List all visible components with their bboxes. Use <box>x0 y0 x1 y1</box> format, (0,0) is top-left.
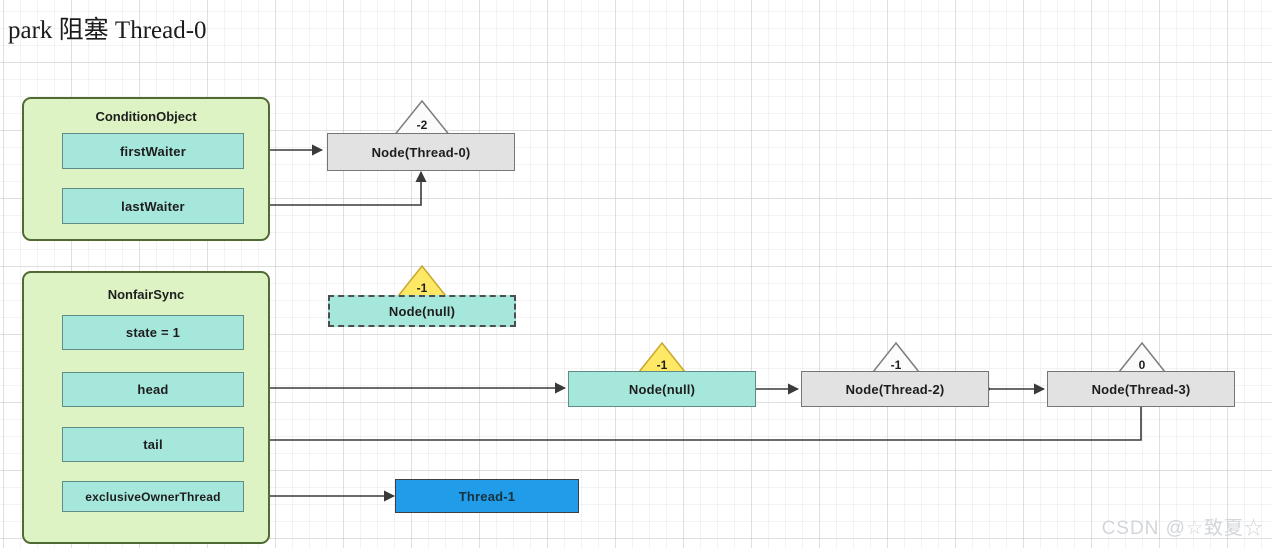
node-null-condition[interactable]: Node(null) <box>328 295 516 327</box>
waitstatus-label-node0: -2 <box>416 118 428 132</box>
connector-tail-from-node3 <box>246 397 1147 446</box>
tail-field[interactable]: tail <box>62 427 244 462</box>
waitstatus-label-node2: -1 <box>890 358 902 372</box>
condition-object-title: ConditionObject <box>95 109 197 124</box>
state-field[interactable]: state = 1 <box>62 315 244 350</box>
firstWaiter-field[interactable]: firstWaiter <box>62 133 244 169</box>
node-thread-3[interactable]: Node(Thread-3) <box>1047 371 1235 407</box>
condition-object-group: ConditionObject firstWaiter lastWaiter <box>22 97 270 241</box>
node-thread-0[interactable]: Node(Thread-0) <box>327 133 515 171</box>
head-field[interactable]: head <box>62 372 244 407</box>
page-title: park 阻塞 Thread-0 <box>8 17 207 44</box>
waitstatus-label-node-null-condition: -1 <box>416 281 428 295</box>
waitstatus-label-node-null-head: -1 <box>656 358 668 372</box>
node-thread-2[interactable]: Node(Thread-2) <box>801 371 989 407</box>
node-null-head[interactable]: Node(null) <box>568 371 756 407</box>
nonfair-sync-group: NonfairSync state = 1 head tail exclusiv… <box>22 271 270 544</box>
nonfair-sync-title: NonfairSync <box>107 287 185 302</box>
exclusiveOwnerThread-field[interactable]: exclusiveOwnerThread <box>62 481 244 512</box>
waitstatus-label-node3: 0 <box>1138 358 1146 372</box>
lastWaiter-field[interactable]: lastWaiter <box>62 188 244 224</box>
csdn-watermark: CSDN @☆致夏☆ <box>1101 518 1264 539</box>
thread-1-box[interactable]: Thread-1 <box>395 479 579 513</box>
